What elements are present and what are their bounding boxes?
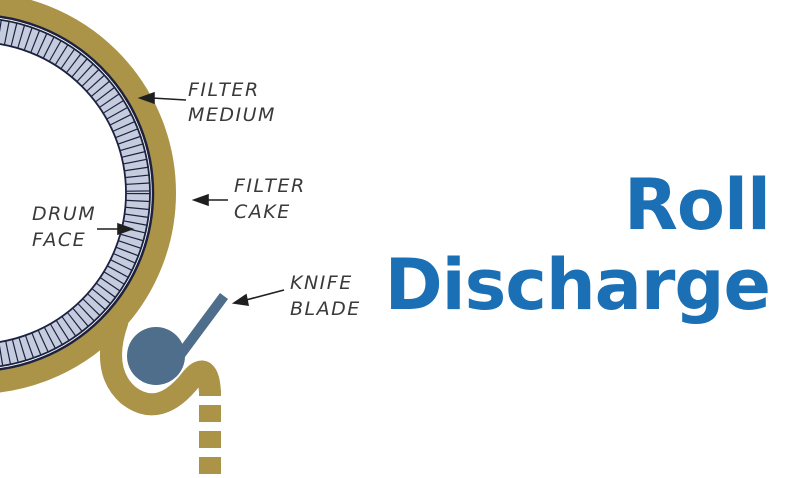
arrow-filter-medium: [151, 97, 187, 101]
cake-discharge-path: [99, 316, 221, 478]
filter-medium-line: [0, 15, 155, 371]
label-drum-face-1: DRUM: [32, 203, 96, 225]
label-filter-cake-1: FILTER: [234, 175, 306, 197]
arrowhead-knife-blade: [231, 293, 250, 306]
label-drum-face-2: FACE: [32, 229, 86, 251]
arrow-knife-blade: [245, 289, 285, 301]
arrowhead-drum-face: [117, 222, 135, 236]
drum-face-inner-edge: [0, 43, 127, 343]
drum-face-outer-edge: [0, 18, 151, 368]
arrowhead-filter-cake: [191, 193, 209, 207]
title-line-2: Discharge: [384, 244, 771, 326]
arrowhead-filter-medium: [137, 91, 155, 105]
arrows: [97, 91, 285, 306]
label-filter-medium-2: MEDIUM: [188, 104, 276, 126]
knife-blade: [173, 293, 229, 361]
label-filter-cake-2: CAKE: [234, 201, 291, 223]
filter-cake-ring: [0, 0, 176, 393]
drum-face-segments: [0, 19, 150, 367]
discharge-roll: [127, 327, 185, 385]
title-line-1: Roll: [624, 164, 771, 246]
label-filter-medium-1: FILTER: [188, 79, 260, 101]
label-knife-blade-1: KNIFE: [290, 272, 353, 294]
label-knife-blade-2: BLADE: [290, 298, 361, 320]
